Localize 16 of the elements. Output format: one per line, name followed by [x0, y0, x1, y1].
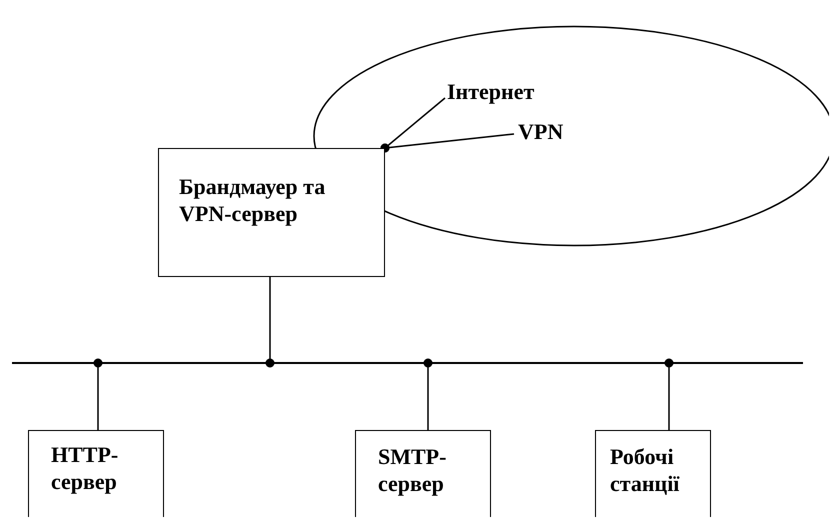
connector-line: [380, 133, 514, 152]
server-name: SMTP-сервер: [378, 443, 448, 497]
server-name: Брандмауер та VPN-сервер: [179, 173, 326, 227]
connector-line: [266, 277, 274, 368]
network-label: Інтернет: [447, 78, 534, 105]
server-box: [355, 430, 491, 517]
server-name: Робочі станції: [610, 443, 680, 497]
connector-line: [664, 358, 674, 430]
server-name: HTTP-сервер: [51, 441, 120, 495]
bus-line: [12, 362, 803, 364]
connector-line: [94, 358, 102, 430]
workstation-box: [595, 430, 711, 517]
network-label: VPN: [518, 118, 564, 145]
server-box: [158, 148, 385, 277]
connector-line: [424, 358, 432, 430]
server-box: [28, 430, 164, 517]
